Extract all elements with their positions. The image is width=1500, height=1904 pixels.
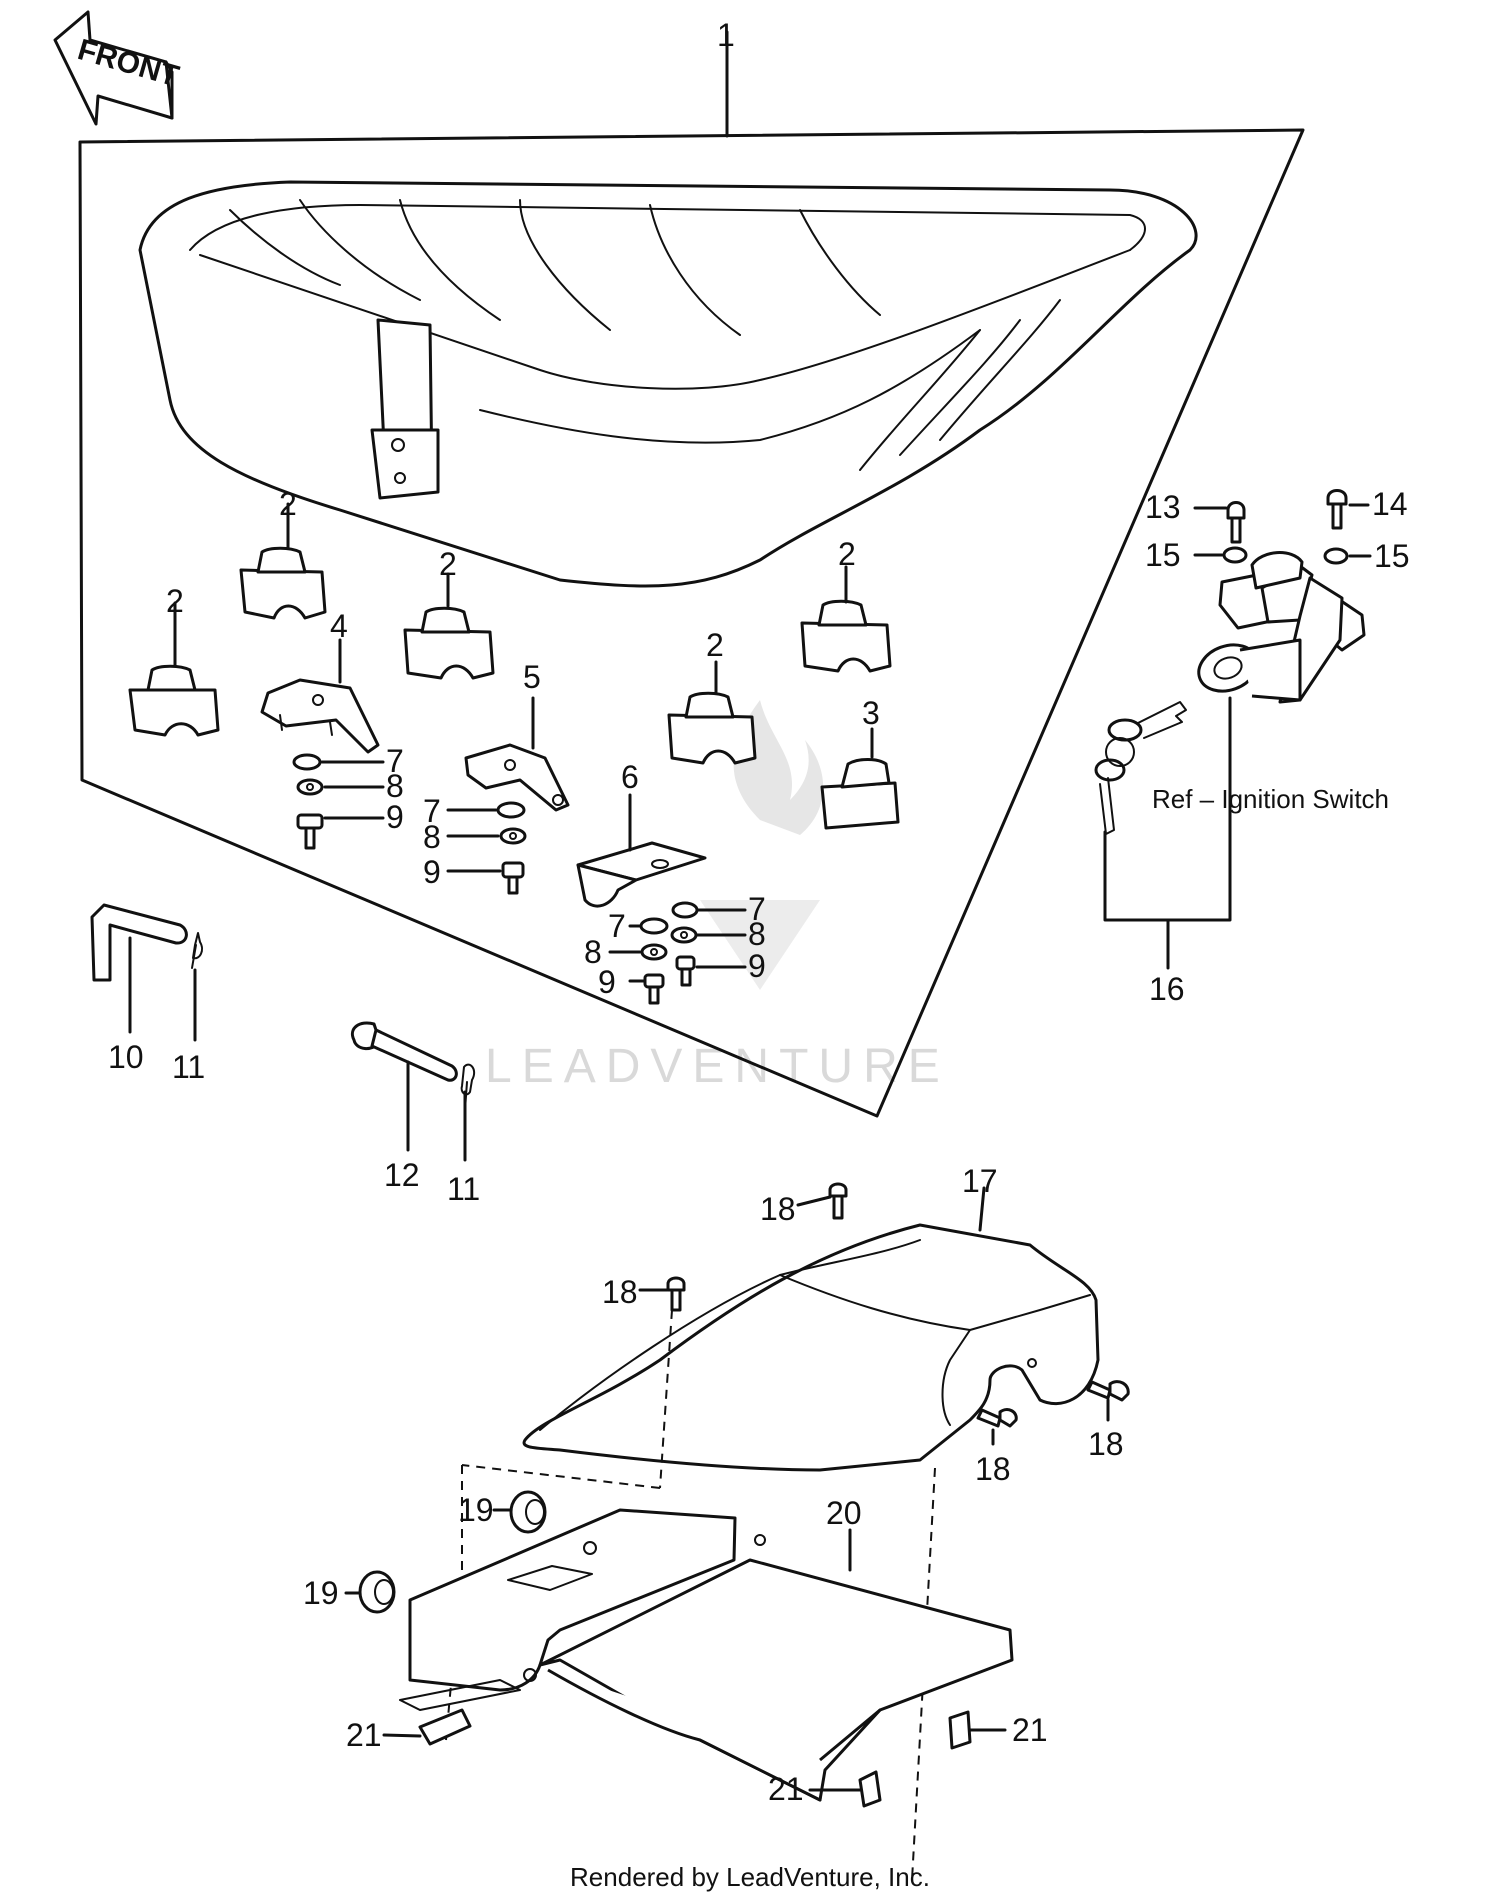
callout-2: 2 [838,536,856,572]
seat-icon [138,180,1198,588]
callout-9: 9 [386,799,404,835]
tray-icon [399,1508,1014,1802]
key-icon [1094,701,1187,835]
screw-icon [1226,489,1348,544]
callout-15: 15 [1145,537,1181,573]
watermark: LEADVENTURE [485,700,950,1093]
front-arrow-icon: FRONT [53,10,182,126]
bracket-icon [260,678,380,754]
callout-7: 7 [748,891,766,927]
callout-11: 11 [447,1171,480,1207]
callout-9: 9 [748,948,766,984]
callout-10: 10 [108,1039,144,1075]
footer-credit: Rendered by LeadVenture, Inc. [570,1862,930,1892]
callout-8: 8 [386,768,404,804]
callout-18: 18 [602,1274,638,1310]
callout-7: 7 [423,793,441,829]
callout-14: 14 [1372,486,1408,522]
callout-21: 21 [768,1771,804,1807]
callout-18: 18 [760,1191,796,1227]
pin-icon [351,1021,476,1111]
callout-4: 4 [330,608,348,644]
callout-19: 19 [458,1492,494,1528]
callout-18: 18 [975,1451,1011,1487]
callout-13: 13 [1145,489,1181,525]
clip-icon [418,1708,972,1808]
screw-icon [666,1182,1130,1428]
seat-lock-icon [1197,551,1366,704]
callout-7: 7 [386,743,404,779]
callout-1: 1 [717,17,735,53]
watermark-text: LEADVENTURE [485,1040,950,1093]
rubber-damper-icon [128,546,892,765]
callout-9: 9 [598,964,616,1000]
callout-19: 19 [303,1575,339,1611]
washer-icon [1222,546,1349,565]
callout-8: 8 [423,819,441,855]
callout-21: 21 [346,1717,382,1753]
callout-18: 18 [1088,1426,1124,1462]
callout-15: 15 [1374,538,1410,574]
callout-2: 2 [279,486,297,522]
callout-17: 17 [962,1163,998,1199]
callout-8: 8 [584,934,602,970]
callout-2: 2 [706,627,724,663]
fastener-icon [292,753,699,1005]
callout-16: 16 [1149,971,1185,1007]
rubber-pad-icon [820,758,900,830]
callout-7: 7 [608,908,626,944]
callout-6: 6 [621,759,639,795]
callout-8: 8 [748,916,766,952]
callout-3: 3 [862,695,880,731]
callout-12: 12 [384,1157,420,1193]
callout-5: 5 [523,659,541,695]
callout-2: 2 [166,583,184,619]
grommet-icon [358,1490,547,1614]
callout-2: 2 [439,546,457,582]
bracket-icon [464,743,570,812]
callout-11: 11 [172,1049,205,1085]
callout-21: 21 [1012,1712,1048,1748]
reference-note: Ref – Ignition Switch [1152,784,1389,814]
callout-20: 20 [826,1495,862,1531]
bracket-icon [576,841,707,908]
callout-9: 9 [423,854,441,890]
seat-assembly-outline: 1 [78,17,1305,1118]
tail-cover-icon [522,1223,1100,1472]
hinge-pin-icon [90,903,203,982]
